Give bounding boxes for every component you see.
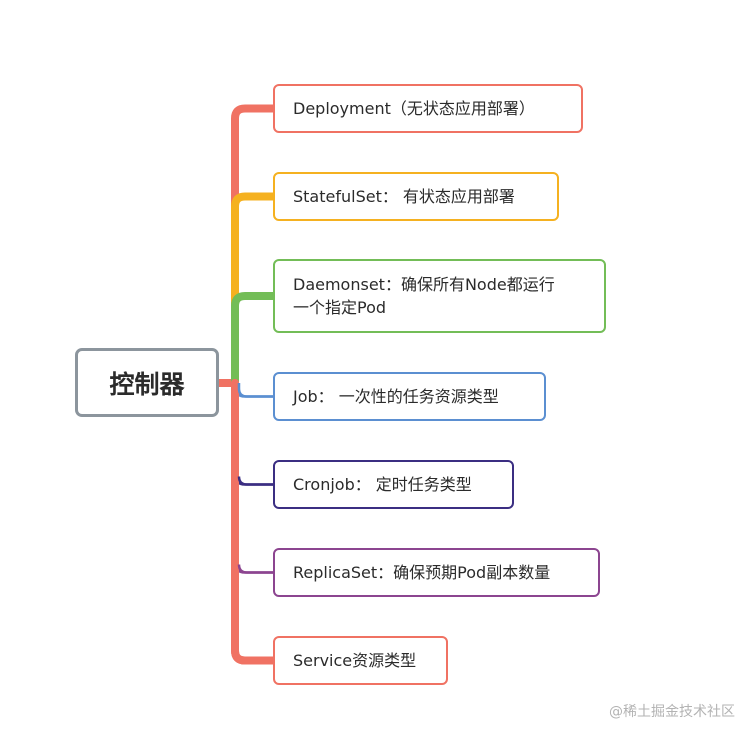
node-cronjob[interactable]: Cronjob： 定时任务类型 — [273, 460, 514, 509]
connector-cronjob-end — [237, 476, 273, 486]
node-statefulset-line-1: StatefulSet： 有状态应用部署 — [293, 187, 515, 206]
node-daemonset-line-1: Daemonset：确保所有Node都运行 — [293, 275, 555, 294]
node-service-line-1: Service资源类型 — [293, 651, 417, 670]
connector-cronjob — [233, 381, 275, 486]
node-statefulset[interactable]: StatefulSet： 有状态应用部署 — [273, 172, 559, 221]
watermark: @稀土掘金技术社区 — [609, 704, 735, 720]
node-daemonset-line-2: 一个指定Pod — [293, 298, 387, 317]
connector-replicaset-end — [237, 564, 273, 574]
node-cronjob-line-1: Cronjob： 定时任务类型 — [293, 475, 472, 494]
node-job[interactable]: Job： 一次性的任务资源类型 — [273, 372, 546, 421]
node-replicaset[interactable]: ReplicaSet：确保预期Pod副本数量 — [273, 548, 600, 597]
node-daemonset[interactable]: Daemonset：确保所有Node都运行 一个指定Pod — [273, 259, 606, 333]
connector-statefulset — [231, 192, 277, 387]
root-node-controller[interactable]: 控制器 — [75, 348, 219, 417]
connector-trunk-lower — [231, 379, 277, 665]
connector-replicaset — [233, 381, 275, 574]
connector-deployment — [231, 104, 277, 387]
connector-daemonset — [231, 292, 277, 387]
node-service[interactable]: Service资源类型 — [273, 636, 448, 685]
node-deployment[interactable]: Deployment（无状态应用部署） — [273, 84, 583, 133]
node-deployment-line-1: Deployment（无状态应用部署） — [293, 99, 535, 118]
connector-service — [231, 379, 277, 665]
node-job-line-1: Job： 一次性的任务资源类型 — [293, 387, 499, 406]
node-replicaset-line-1: ReplicaSet：确保预期Pod副本数量 — [293, 563, 551, 582]
root-node-label: 控制器 — [109, 369, 185, 399]
connector-job-end — [237, 383, 273, 398]
